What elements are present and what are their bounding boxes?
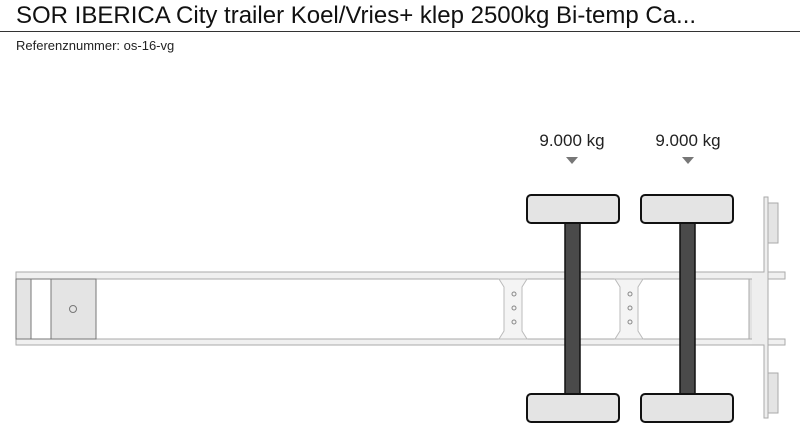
cross-member	[498, 278, 528, 340]
rear-light-bar	[752, 196, 769, 419]
kingpin-plate	[50, 278, 97, 340]
axle-1-load: 9.000 kg	[539, 131, 605, 150]
wheel	[526, 194, 620, 224]
wheel	[640, 393, 734, 423]
page-title: SOR IBERICA City trailer Koel/Vries+ kle…	[16, 2, 697, 29]
title-divider	[0, 31, 800, 32]
arrow-down-icon	[566, 157, 578, 164]
rear-light-top	[767, 202, 779, 244]
front-beam	[15, 278, 32, 340]
wheel	[640, 194, 734, 224]
reference-number: Referenznummer: os-16-vg	[16, 38, 175, 53]
wheel	[526, 393, 620, 423]
arrow-down-icon	[682, 157, 694, 164]
axle-1	[526, 157, 620, 423]
axle-2	[640, 157, 734, 423]
kingpin-icon	[69, 305, 77, 313]
axle-2-load: 9.000 kg	[655, 131, 721, 150]
chassis-bottom-rail	[15, 338, 786, 346]
rear-light-bottom	[767, 372, 779, 414]
cross-member	[614, 278, 644, 340]
chassis-top-rail	[15, 271, 786, 280]
